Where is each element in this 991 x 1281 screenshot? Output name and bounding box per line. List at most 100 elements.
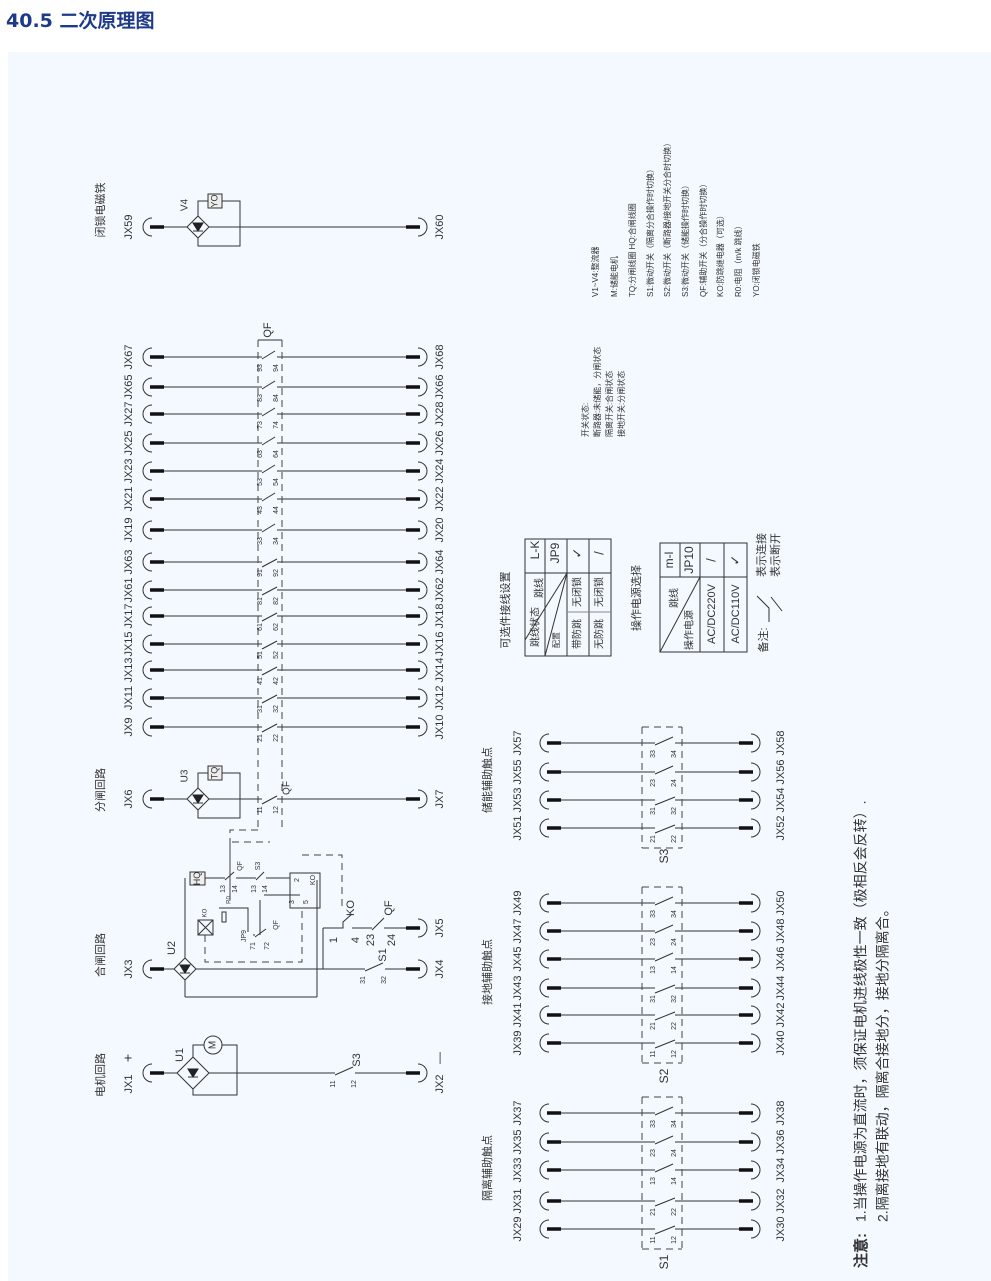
- contact-number: 64: [273, 450, 280, 458]
- terminal-left-label: JX15: [123, 631, 135, 656]
- wire: [197, 919, 214, 936]
- terminal-left-label: JX61: [123, 577, 135, 602]
- terminal-right-label: JX4: [434, 960, 446, 979]
- contact-number: 23: [650, 779, 657, 787]
- label: 2: [294, 878, 301, 882]
- terminal-left-icon: [539, 790, 550, 810]
- contact-no-icon: [654, 1135, 674, 1145]
- legend-item: KO:防跳继电器（可选）: [715, 211, 725, 297]
- terminal-left-label: JX31: [512, 1188, 524, 1213]
- terminal-right-icon: [417, 660, 428, 680]
- contact-number: 72: [264, 942, 271, 950]
- label: 23: [365, 934, 377, 946]
- contact-nc-icon: [261, 694, 278, 704]
- contact-nc-icon: [261, 612, 278, 622]
- contact-number: 32: [273, 705, 280, 713]
- label: U3: [180, 769, 191, 782]
- label: L-K: [528, 541, 542, 560]
- terminal-left-label: JX3: [123, 960, 135, 979]
- contact-number: 22: [671, 1022, 678, 1030]
- label: 无防跳: [593, 619, 606, 649]
- terminal-left-label: JX27: [123, 401, 135, 426]
- label: QF: [237, 861, 244, 871]
- label: 3: [289, 900, 296, 904]
- contact-number: 74: [273, 421, 280, 429]
- terminal-right-label: JX16: [434, 631, 446, 656]
- note-line: 1.当操作电源为直流时，须保证电机进线极性一致（极相反会反转）.: [853, 800, 869, 1222]
- contact-nc-icon: [654, 1011, 676, 1021]
- switch-label: S3: [657, 848, 671, 863]
- contact-no-icon: [654, 765, 674, 775]
- terminal-right-icon: [417, 634, 428, 654]
- terminal-right-label: JX48: [775, 918, 787, 943]
- remark-label: 备注:: [756, 627, 770, 652]
- rectifier-icon: [186, 787, 210, 811]
- terminal-right-label: JX52: [775, 815, 787, 840]
- contact-number: 21: [650, 835, 657, 843]
- contact-nc-icon: [261, 640, 278, 650]
- group-title: 接地辅助触点: [480, 939, 494, 1005]
- label: S3: [255, 862, 262, 871]
- qf-label: QF: [262, 322, 274, 338]
- contact-no-icon: [261, 464, 276, 474]
- contact-number: 71: [250, 942, 257, 950]
- label: S3: [351, 1053, 363, 1066]
- contact-number: 53: [257, 478, 264, 486]
- contact-no-icon: [334, 1066, 354, 1076]
- contact-number: 44: [273, 506, 280, 514]
- contact-number: 24: [671, 1149, 678, 1157]
- contact-nc-icon: [261, 795, 278, 805]
- terminal-right-label: JX12: [434, 685, 446, 710]
- ko-relay-contact-icon: [289, 872, 321, 909]
- contact-number: 62: [273, 623, 280, 631]
- terminal-left-icon: [142, 789, 153, 809]
- terminal-right-icon: [417, 959, 428, 979]
- contact-number: 32: [671, 995, 678, 1003]
- terminal-left-icon: [142, 660, 153, 680]
- contact-nc-icon: [261, 666, 278, 676]
- terminal-left-icon: [539, 1005, 550, 1025]
- contact-number: 61: [257, 623, 264, 631]
- terminal-left-label: JX53: [512, 787, 524, 812]
- terminal-left-label: JX19: [123, 517, 135, 542]
- terminal-right-icon: [417, 789, 428, 809]
- legend-item: TQ:分闸线圈 HQ:合闸线圈: [627, 203, 637, 297]
- terminal-left-label: JX63: [123, 549, 135, 574]
- terminal-right-label: JX36: [775, 1129, 787, 1154]
- label: S1: [377, 948, 389, 961]
- contact-number: 31: [360, 976, 367, 984]
- terminal-right-label: JX64: [434, 549, 446, 574]
- terminal-right-icon: [750, 1132, 761, 1152]
- label: 跳线: [533, 578, 546, 598]
- terminal-left-label: JX43: [512, 975, 524, 1000]
- label: 1: [328, 937, 340, 943]
- contact-nc-icon: [654, 1197, 676, 1207]
- contact-number: 92: [273, 569, 280, 577]
- terminal-left-icon: [142, 688, 153, 708]
- contact-number: 41: [257, 677, 264, 685]
- contact-number: 21: [257, 734, 264, 742]
- contact-number: 14: [671, 1177, 678, 1185]
- terminal-right-label: JX30: [775, 1216, 787, 1241]
- contact-number: 13: [220, 885, 227, 893]
- contact-number: 34: [671, 1120, 678, 1128]
- diagram-panel: [8, 52, 991, 1281]
- contact-nc-icon: [261, 558, 278, 568]
- terminal-left-icon: [142, 606, 153, 626]
- linkage-dashed: [229, 841, 270, 900]
- terminal-right-label: JX7: [434, 790, 446, 809]
- terminal-left-label: JX47: [512, 918, 524, 943]
- slash-mark: /: [703, 558, 718, 562]
- legend-item: QF:辅助开关（分合操作时切换）: [698, 180, 708, 297]
- contact-number: 93: [257, 364, 264, 372]
- terminal-right-label: JX50: [775, 890, 787, 915]
- contact-nc-icon: [654, 984, 676, 994]
- terminal-right-label: JX66: [434, 374, 446, 399]
- terminal-left-icon: [539, 921, 550, 941]
- contact-number: 54: [273, 478, 280, 486]
- option-table: [524, 538, 612, 657]
- terminal-right-label: JX28: [434, 401, 446, 426]
- contact-no-icon: [261, 350, 276, 360]
- terminal-right-icon: [417, 489, 428, 509]
